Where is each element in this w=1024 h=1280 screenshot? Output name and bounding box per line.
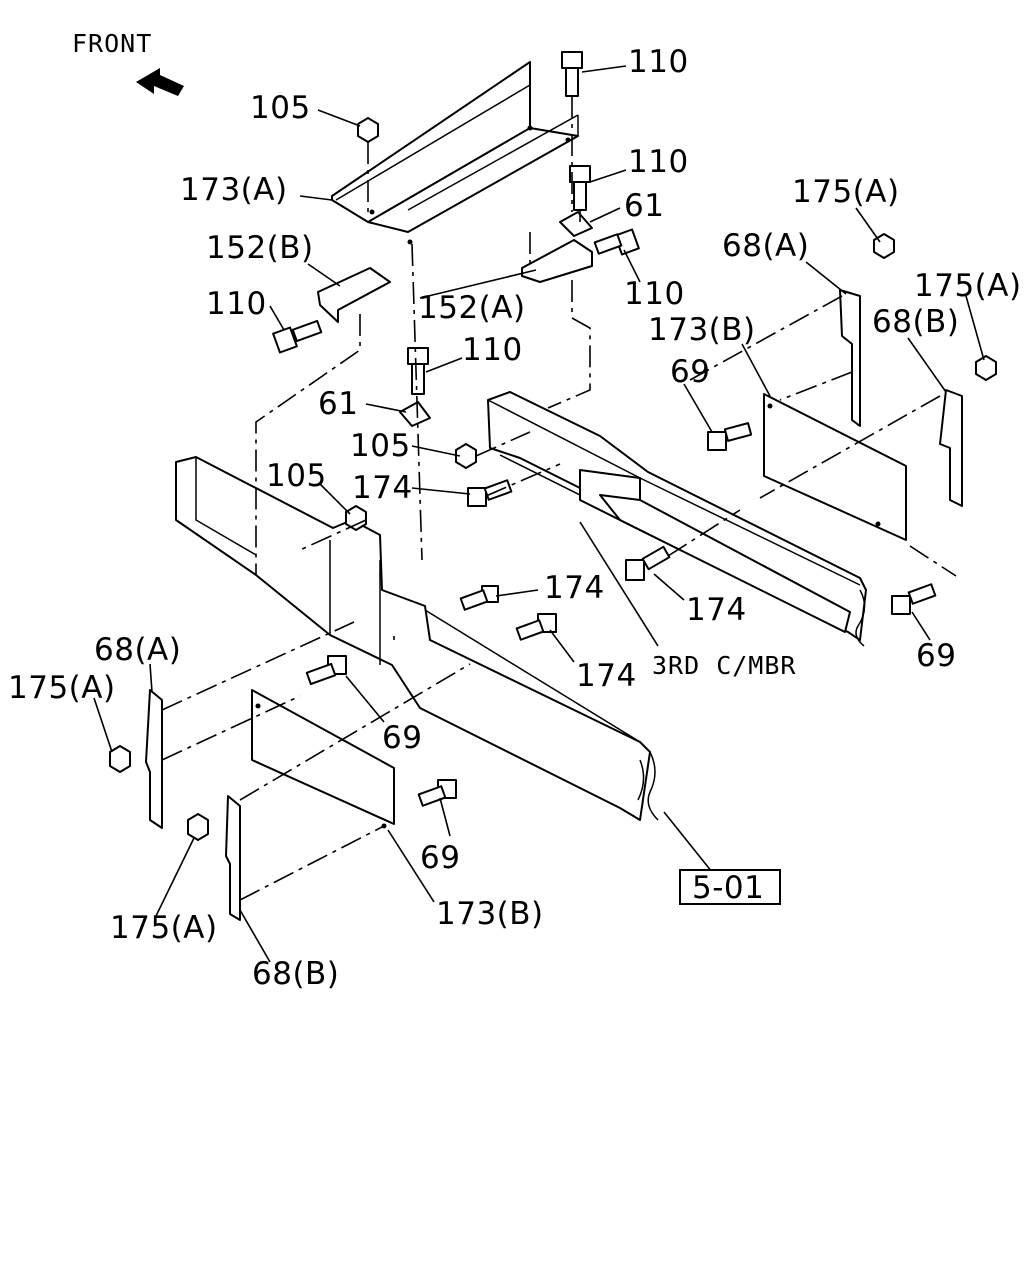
bolt-69-top [707, 422, 753, 451]
shim-61-right [559, 211, 593, 237]
shim-61-left [399, 401, 431, 427]
bracket-152a [521, 239, 593, 283]
callout-105-mid: 105 [350, 428, 411, 464]
callout-68b-top: 68(B) [872, 304, 959, 340]
callout-175a-low: 175(A) [110, 910, 218, 946]
callout-152b: 152(B) [206, 230, 314, 266]
alignment-lines [161, 96, 957, 901]
callout-173a: 173(A) [180, 172, 288, 208]
callout-68b-low: 68(B) [252, 956, 339, 992]
nut-175a-low [187, 813, 209, 841]
callout-61-right: 61 [624, 188, 664, 224]
nut-105-top [357, 117, 379, 143]
bracket-68a-left [145, 689, 163, 829]
callout-110-left: 110 [206, 286, 267, 322]
callout-110-top: 110 [628, 44, 689, 80]
callout-110-right: 110 [624, 276, 685, 312]
nut-105-left [345, 505, 367, 531]
bracket-68a-right [839, 289, 861, 427]
callout-105-top: 105 [250, 90, 311, 126]
side-panel-173b-left [251, 689, 395, 829]
callout-69-mid: 69 [382, 720, 422, 756]
chassis-frame-rail [175, 456, 659, 821]
bracket-68b-left [225, 795, 241, 921]
callout-175a-top-right: 175(A) [792, 174, 900, 210]
front-arrow-icon: FRONT [72, 29, 184, 96]
third-cross-member [487, 391, 867, 647]
callout-173b-low: 173(B) [436, 896, 544, 932]
bracket-152b [317, 267, 391, 323]
nut-175a-right [975, 355, 997, 381]
bolt-69-right [891, 583, 937, 615]
bolt-110-mid [569, 165, 591, 211]
reference-box-label: 5-01 [692, 870, 764, 906]
bolt-110-right [593, 228, 640, 256]
callout-152a: 152(A) [418, 290, 526, 326]
callout-175a-left: 175(A) [8, 670, 116, 706]
bolt-110-center [407, 347, 429, 395]
callout-69-low: 69 [420, 840, 460, 876]
callout-105-left: 105 [266, 458, 327, 494]
reference-box[interactable]: 5-01 [679, 869, 781, 906]
callout-175a-right: 175(A) [914, 268, 1022, 304]
bracket-68b-right [939, 389, 963, 507]
nut-175a-left [109, 745, 131, 773]
callout-69-right: 69 [916, 638, 956, 674]
bolt-69-low [417, 779, 457, 807]
callout-174-right: 174 [686, 592, 747, 628]
bolt-174-low [515, 613, 557, 641]
bolt-174-mid [459, 585, 499, 611]
callout-174-low: 174 [576, 658, 637, 694]
callout-69-top: 69 [670, 354, 710, 390]
bolt-110-left [272, 319, 323, 354]
callout-labels: 110 105 173(A) 110 61 152(B) 110 152(A) … [8, 44, 1022, 992]
callout-174-upper: 174 [352, 470, 413, 506]
side-panel-173b-right [763, 393, 907, 541]
callout-110-mid: 110 [628, 144, 689, 180]
callout-173b-top: 173(B) [648, 312, 756, 348]
bolt-174-right [625, 545, 671, 581]
callout-3rd-cmbr: 3RD C/MBR [652, 651, 796, 680]
callout-174-mid: 174 [544, 570, 605, 606]
bolt-69-mid [305, 655, 347, 686]
bolt-174-upper [467, 479, 513, 507]
front-label: FRONT [72, 29, 152, 58]
callout-61-left: 61 [318, 386, 358, 422]
bolt-110-top [561, 51, 583, 97]
leader-lines [93, 65, 985, 963]
callout-68a-left: 68(A) [94, 632, 181, 668]
callout-68a-top: 68(A) [722, 228, 809, 264]
cover-panel-173a [331, 61, 579, 245]
callout-110-center: 110 [462, 332, 523, 368]
nut-105-mid [455, 443, 477, 469]
